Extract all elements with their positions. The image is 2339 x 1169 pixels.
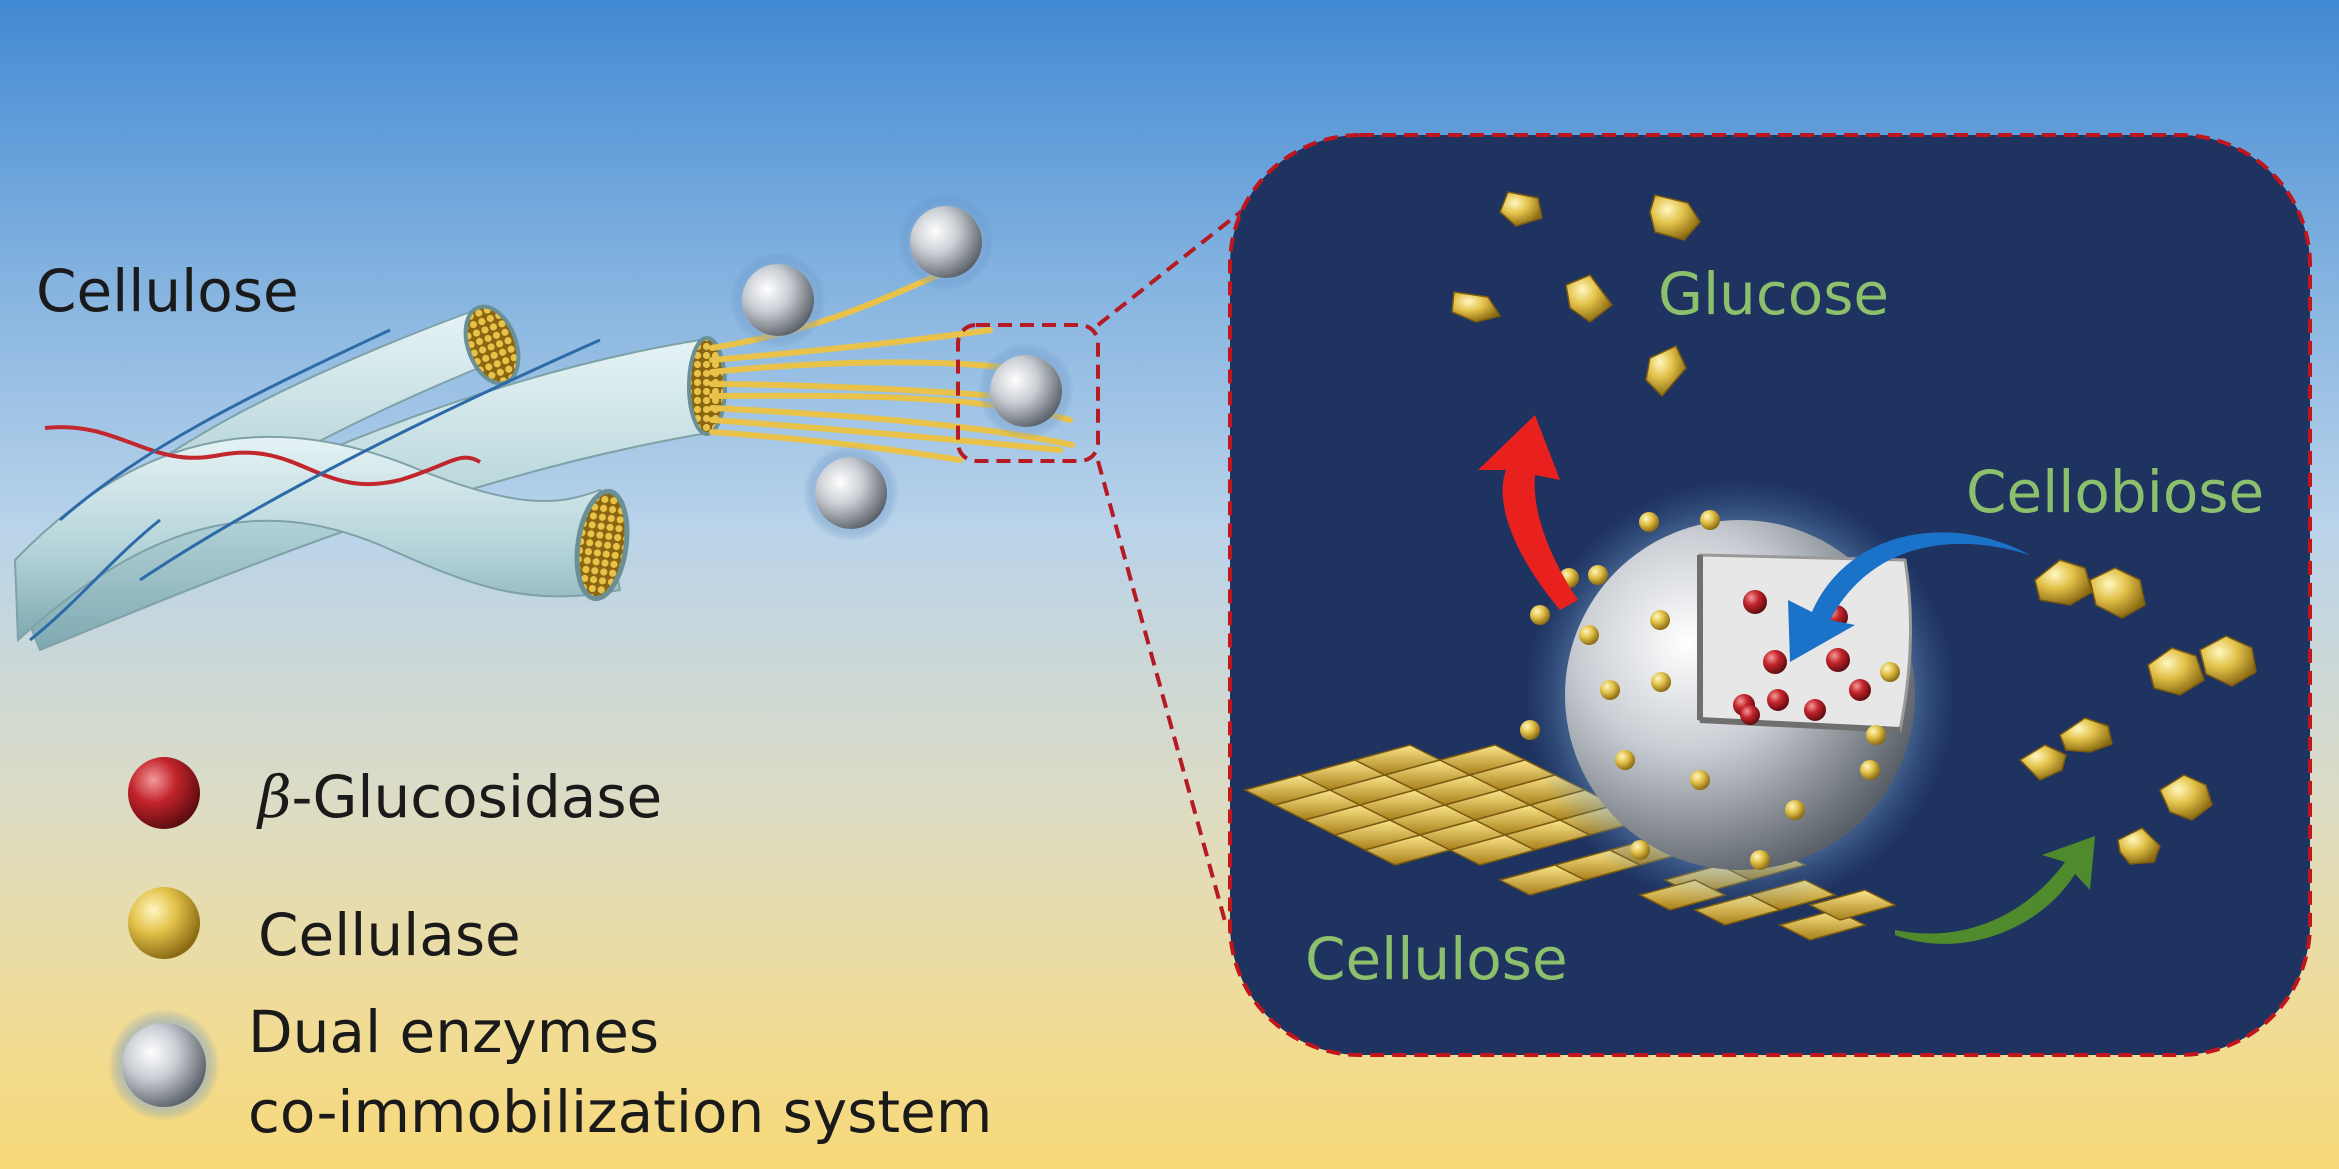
beta-glucosidase-particles: [1733, 590, 1871, 725]
legend-beta-symbol: β: [258, 763, 292, 831]
legend-dual-line1: Dual enzymes: [248, 998, 660, 1066]
enzyme-particles-small: [730, 194, 1074, 541]
green-arrow: [1895, 836, 2095, 944]
enzyme-particle-3: [978, 343, 1074, 439]
cellulose-fiber-label: Cellulose: [36, 257, 299, 325]
legend-glucosidase-label: β-Glucosidase: [258, 768, 662, 826]
glucose-label: Glucose: [1658, 260, 1890, 328]
cellobiose-label: Cellobiose: [1966, 458, 2265, 526]
dual-enzyme-legend-icon: [108, 1009, 220, 1121]
blue-arrow: [1788, 532, 2030, 662]
glucose-molecules: [1451, 191, 1701, 398]
red-arrow: [1478, 415, 1578, 610]
legend-dual-line2: co-immobilization system: [248, 1078, 993, 1146]
cellobiose-molecules: [2018, 559, 2257, 865]
zoom-line-top: [1096, 193, 1264, 327]
zoom-source-box: [956, 323, 1100, 463]
cellulose-inset-label: Cellulose: [1305, 925, 1568, 993]
cellulose-fiber-bundle: [13, 304, 727, 652]
legend-glucosidase-text: -Glucosidase: [291, 763, 663, 831]
legend-cellulase-label: Cellulase: [258, 901, 521, 969]
fiber-end-front: [574, 488, 630, 602]
cellulase-legend-icon: [128, 887, 200, 959]
zoom-line-bottom: [1096, 460, 1228, 926]
enzyme-particle-4: [803, 445, 899, 541]
enzyme-particle-1: [730, 252, 826, 348]
enzyme-particle-2: [898, 194, 994, 290]
glucosidase-legend-icon: [128, 757, 200, 829]
cellulase-particles: [1520, 510, 1900, 870]
